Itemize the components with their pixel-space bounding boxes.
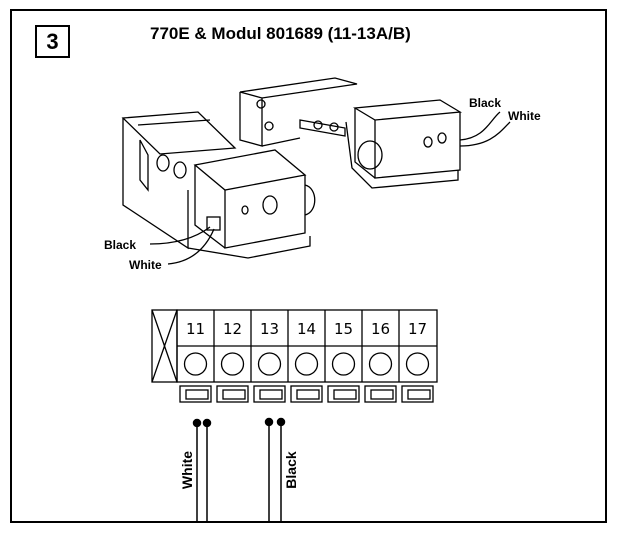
terminal-16-label: 16 <box>370 320 391 338</box>
terminal-11-label: 11 <box>185 320 206 338</box>
black-wire-label: Black <box>283 451 299 489</box>
right-sensor-white-label: White <box>508 109 541 123</box>
terminal-screws <box>183 352 430 376</box>
terminal-12-label: 12 <box>222 320 243 338</box>
wires <box>192 417 286 521</box>
left-sensor-black-label: Black <box>104 238 137 252</box>
terminal-15-label: 15 <box>333 320 354 338</box>
left-sensor-white-label: White <box>129 258 162 272</box>
terminal-block <box>151 309 438 403</box>
terminal-17-label: 17 <box>407 320 428 338</box>
diagram-title: 770E & Modul 801689 (11-13A/B) <box>150 24 411 43</box>
step-number: 3 <box>35 25 70 58</box>
left-sensor-illustration <box>121 111 316 265</box>
terminal-13-label: 13 <box>259 320 280 338</box>
terminal-clamps <box>179 385 434 403</box>
right-sensor-illustration <box>239 77 511 189</box>
terminal-14-label: 14 <box>296 320 317 338</box>
right-sensor-black-label: Black <box>469 96 502 110</box>
white-wire-label: White <box>179 450 195 490</box>
